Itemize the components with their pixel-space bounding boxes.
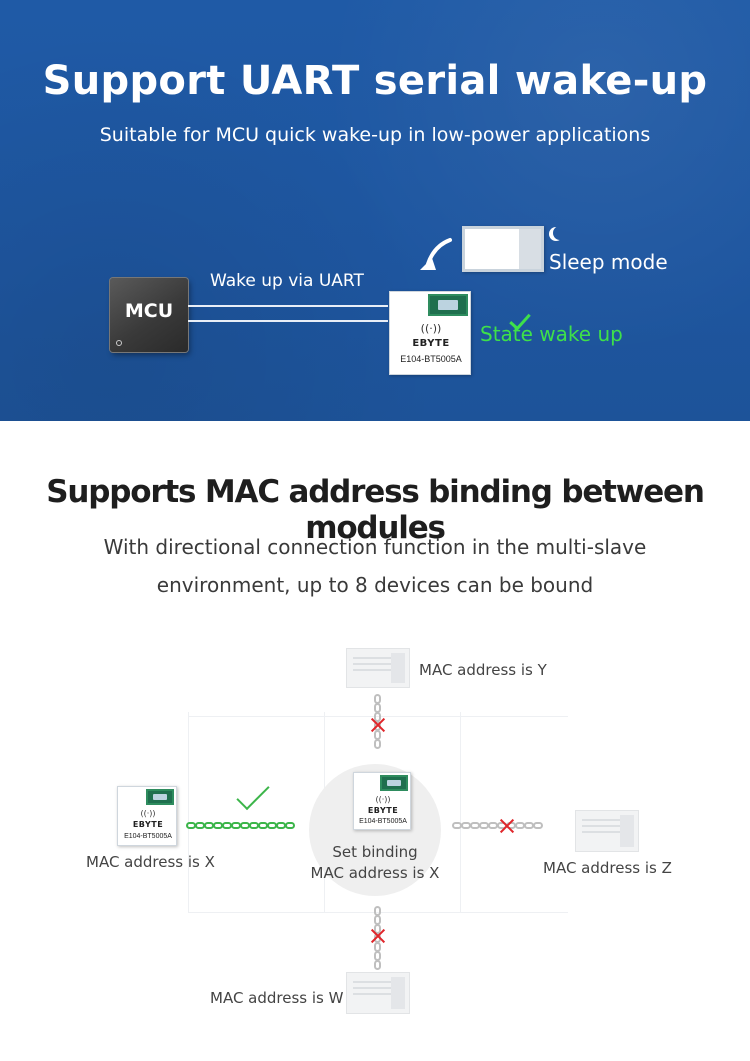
- moon-icon: [553, 226, 567, 240]
- ebyte-module-x: ((·)) EBYTE E104-BT5005A: [117, 786, 177, 846]
- crystal-component: [428, 294, 468, 316]
- set-binding-label: Set binding: [332, 843, 418, 861]
- red-x-icon: [370, 717, 386, 733]
- wireless-icon: ((·)): [420, 322, 442, 335]
- uart-line-bottom: [188, 320, 388, 322]
- mac-label-w: MAC address is W: [210, 989, 344, 1007]
- mcu-label: MCU: [124, 300, 174, 322]
- uart-wakeup-section: Support UART serial wake-up Suitable for…: [0, 0, 750, 421]
- module-brand: EBYTE: [412, 338, 450, 349]
- crystal-component: [380, 775, 408, 791]
- red-x-icon: [370, 928, 386, 944]
- grid-line: [460, 712, 461, 912]
- mac-label-y: MAC address is Y: [419, 661, 547, 679]
- module-model: E104-BT5005A: [359, 818, 407, 825]
- ebyte-module-center: ((·)) EBYTE E104-BT5005A: [353, 772, 411, 830]
- mac-description-line1: With directional connection function in …: [103, 535, 647, 559]
- module-model: E104-BT5005A: [400, 354, 462, 364]
- blocked-chain-link-icon: [452, 822, 543, 829]
- module-y: [346, 648, 410, 688]
- mac-label-x: MAC address is X: [86, 853, 215, 871]
- curved-arrow-icon: [420, 238, 452, 270]
- module-model: E104-BT5005A: [124, 833, 172, 840]
- crystal-component: [146, 789, 174, 805]
- uart-section-subtitle: Suitable for MCU quick wake-up in low-po…: [99, 124, 651, 146]
- red-x-icon: [499, 818, 515, 834]
- uart-label: Wake up via UART: [210, 271, 364, 291]
- grid-line: [188, 712, 189, 912]
- center-mac-label: MAC address is X: [310, 864, 440, 882]
- pin1-dot: [116, 340, 122, 346]
- module-brand: EBYTE: [367, 806, 399, 815]
- mac-description-line2: environment, up to 8 devices can be boun…: [156, 573, 594, 597]
- uart-line-top: [188, 305, 388, 307]
- module-w: [346, 972, 410, 1014]
- state-wake-up-label: State wake up: [480, 322, 623, 346]
- sleep-module-image: [462, 226, 544, 272]
- mac-section-title: Supports MAC address binding between mod…: [46, 474, 705, 546]
- mac-label-z: MAC address is Z: [543, 859, 672, 877]
- uart-section-title: Support UART serial wake-up: [42, 58, 708, 104]
- module-brand: EBYTE: [132, 820, 164, 829]
- wireless-icon: ((·)): [375, 795, 391, 804]
- ebyte-module-active: ((·)) EBYTE E104-BT5005A: [389, 291, 471, 375]
- bound-chain-link-icon: [186, 822, 295, 829]
- mcu-chip: MCU: [110, 278, 188, 352]
- module-z: [575, 810, 639, 852]
- sleep-mode-label: Sleep mode: [549, 250, 668, 274]
- wireless-icon: ((·)): [140, 809, 156, 818]
- checkmark-icon: [236, 776, 270, 811]
